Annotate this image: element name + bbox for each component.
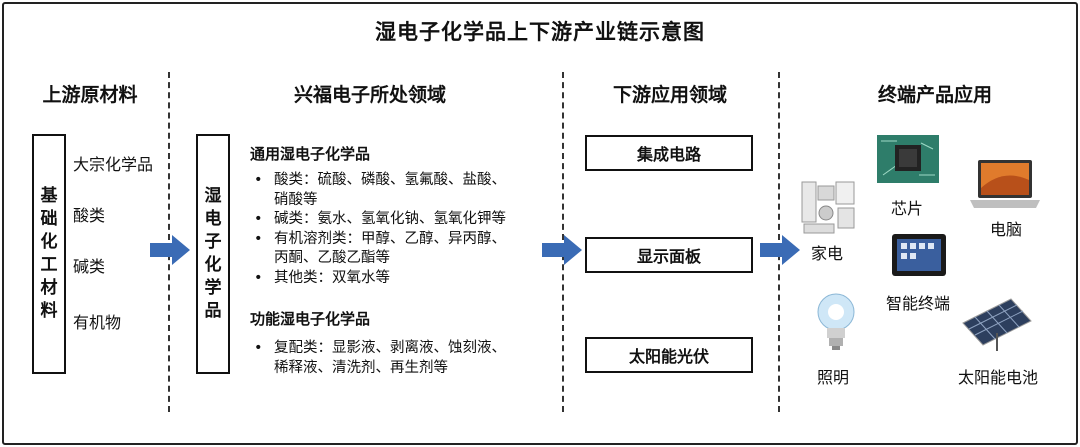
general-line-3: 碱类：氨水、氢氧化钠、氢氧化钾等 <box>252 210 552 230</box>
separator-1 <box>168 72 170 412</box>
product-label-chip: 芯片 <box>891 199 924 218</box>
chip-icon <box>877 135 939 183</box>
upstream-box: 基础化工材料 <box>32 134 66 374</box>
appliance-icon <box>801 181 855 234</box>
midstream-box: 湿电子化学品 <box>196 134 230 374</box>
general-chemicals-list: 酸类：硫酸、磷酸、氢氟酸、盐酸、 硝酸等 碱类：氨水、氢氧化钠、氢氧化钾等 有机… <box>252 171 552 288</box>
general-line-6: 其他类：双氧水等 <box>252 269 552 289</box>
arrow-right-icon <box>760 235 800 265</box>
separator-3 <box>778 72 780 412</box>
laptop-icon <box>970 160 1040 208</box>
upstream-item-2: 酸类 <box>73 206 106 225</box>
header-terminal: 终端产品应用 <box>877 84 992 106</box>
general-line-5: 丙酮、乙酸乙酯等 <box>274 250 390 266</box>
tablet-icon <box>892 234 946 276</box>
product-label-solar-cell: 太阳能电池 <box>958 368 1039 387</box>
midstream-box-label: 湿电子化学品 <box>204 186 222 321</box>
header-upstream: 上游原材料 <box>42 84 138 106</box>
general-line-4: 有机溶剂类：甲醇、乙醇、异丙醇、 <box>252 230 552 250</box>
product-label-smart-terminal: 智能终端 <box>886 294 951 313</box>
arrow-right-icon <box>150 235 190 265</box>
separator-2 <box>562 72 564 412</box>
header-downstream: 下游应用领域 <box>612 84 727 106</box>
upstream-item-4: 有机物 <box>73 313 122 332</box>
upstream-item-1: 大宗化学品 <box>73 155 154 174</box>
general-line-1: 酸类：硫酸、磷酸、氢氟酸、盐酸、 <box>252 171 552 191</box>
light-bulb-icon <box>817 293 855 350</box>
general-line-2: 硝酸等 <box>274 191 318 208</box>
product-label-computer: 电脑 <box>990 220 1023 239</box>
downstream-box-solar: 太阳能光伏 <box>585 337 753 373</box>
solar-panel-icon <box>962 298 1032 351</box>
functional-chemicals-title: 功能湿电子化学品 <box>250 310 371 328</box>
functional-line-2: 稀释液、清洗剂、再生剂等 <box>274 359 448 376</box>
downstream-box-display: 显示面板 <box>585 237 753 273</box>
arrow-right-icon <box>542 235 582 265</box>
functional-chemicals-list: 复配类：显影液、剥离液、蚀刻液、 稀释液、清洗剂、再生剂等 <box>252 339 552 378</box>
functional-line-1: 复配类：显影液、剥离液、蚀刻液、 <box>252 339 552 359</box>
upstream-item-3: 碱类 <box>73 257 106 276</box>
downstream-box-ic: 集成电路 <box>585 135 753 171</box>
product-label-lighting: 照明 <box>817 368 850 387</box>
diagram-title: 湿电子化学品上下游产业链示意图 <box>375 19 705 44</box>
general-chemicals-title: 通用湿电子化学品 <box>250 145 371 163</box>
header-midstream: 兴福电子所处领域 <box>293 84 446 106</box>
product-label-appliance: 家电 <box>811 244 844 263</box>
upstream-box-label: 基础化工材料 <box>40 186 58 321</box>
